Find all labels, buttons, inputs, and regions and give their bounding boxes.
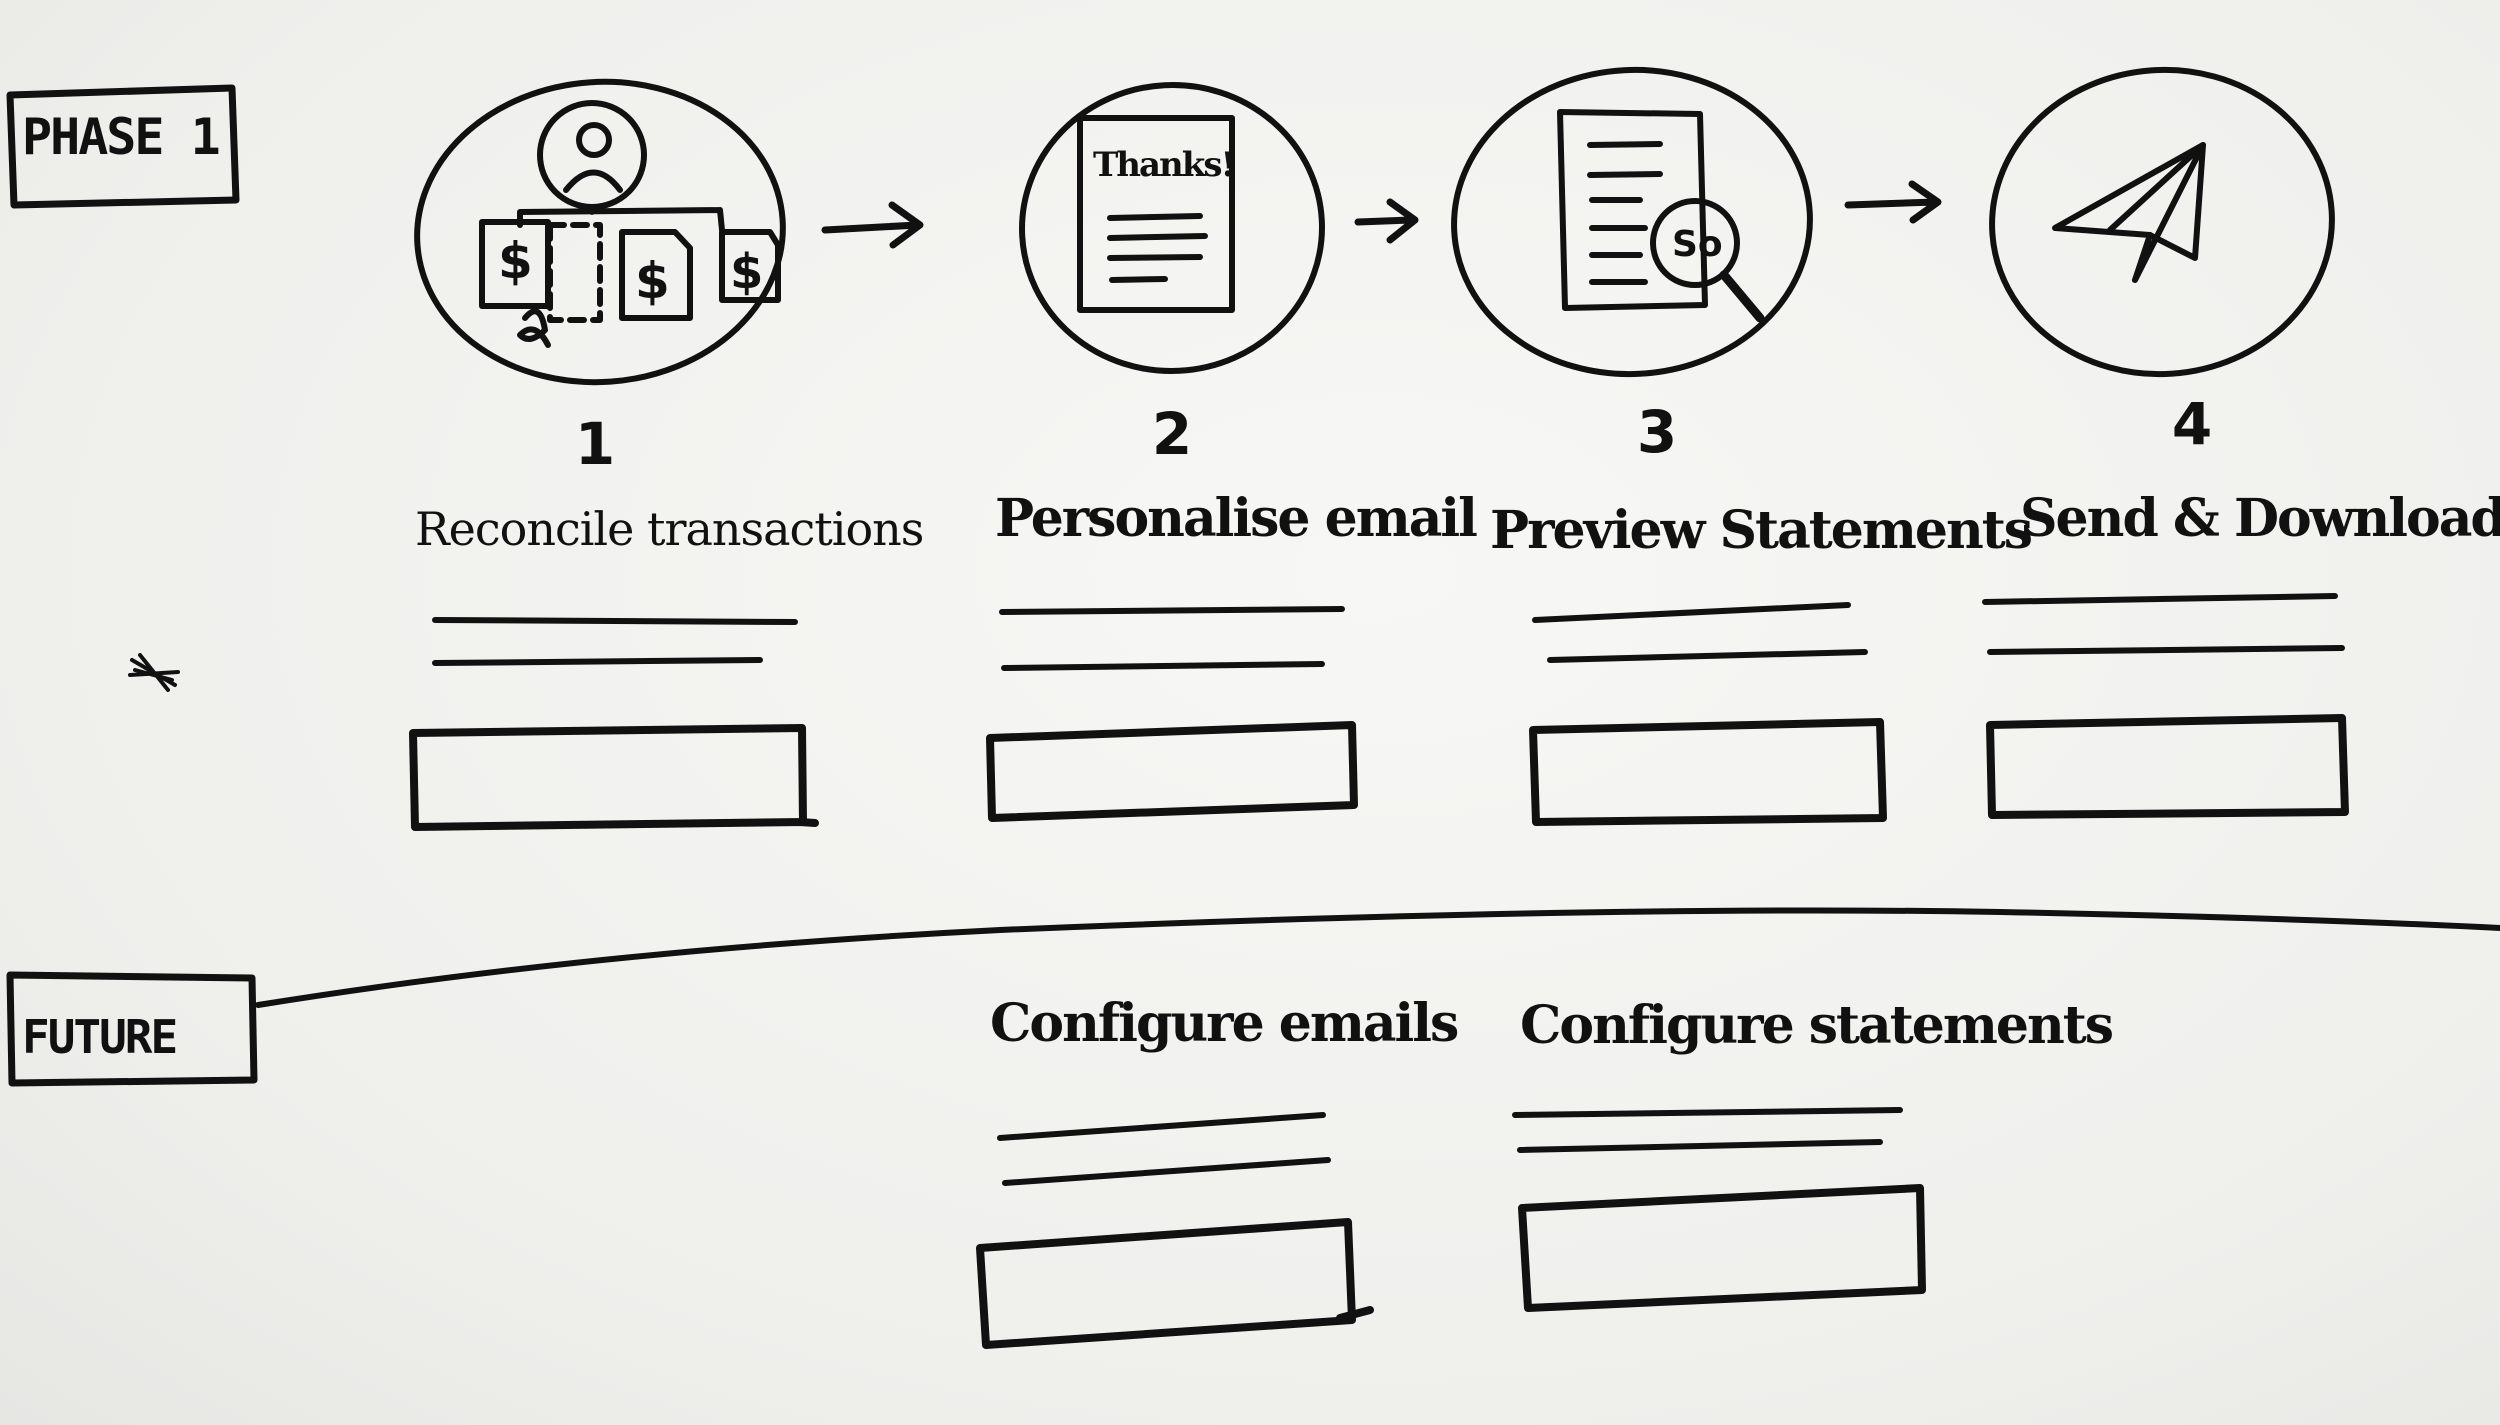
step1-title: Reconcile transactions (415, 502, 924, 556)
step2-description-lines (999, 606, 1345, 671)
arrow-step3-to-step4 (1844, 180, 1942, 224)
phase-divider-line (255, 907, 2500, 1008)
statement-magnifier-icon (1451, 66, 1813, 378)
step3-title: Preview Statements (1490, 500, 2033, 561)
paper-plane-icon (1989, 66, 2335, 378)
svg-text:$: $ (635, 252, 670, 310)
magnifier-text: So (1672, 224, 1723, 265)
step1-description-lines (432, 617, 798, 666)
phase-label: PHASE 1 (22, 108, 221, 166)
step1-number: 1 (574, 410, 616, 478)
future-item1-title: Configure emails (990, 993, 1459, 1054)
future-item2-description-lines (1512, 1107, 1903, 1153)
future-item1-description-lines (997, 1112, 1331, 1186)
step4-title: Send & Download (2020, 488, 2500, 549)
step4-number: 4 (2171, 390, 2213, 458)
arrow-step2-to-step3 (1354, 198, 1419, 244)
step4-action-button[interactable] (1986, 714, 2349, 819)
svg-text:$: $ (730, 244, 763, 300)
future-item2-title: Configure statements (1520, 995, 2114, 1056)
future-label: FUTURE (22, 1010, 178, 1064)
ink-smudge (128, 653, 180, 692)
future-item2-action-button[interactable] (1518, 1184, 1926, 1312)
step1-action-button[interactable] (409, 724, 819, 831)
step3-number: 3 (1636, 398, 1678, 466)
thank-you-letter-icon (1019, 81, 1325, 375)
svg-text:$: $ (498, 232, 533, 290)
thanks-letter-text: Thanks! (1093, 145, 1235, 185)
step4-description-lines (1982, 593, 2345, 655)
step3-description-lines (1532, 602, 1868, 663)
step3-action-button[interactable] (1529, 718, 1887, 826)
future-label-box (6, 971, 258, 1087)
future-item1-action-button[interactable] (976, 1218, 1374, 1349)
step2-title: Personalise email (995, 488, 1478, 549)
arrow-step1-to-step2 (821, 201, 924, 249)
step2-number: 2 (1151, 400, 1193, 468)
step2-action-button[interactable] (986, 721, 1358, 822)
reconcile-transactions-icon: $ $ $ (414, 78, 786, 386)
phase-label-box (6, 84, 240, 209)
